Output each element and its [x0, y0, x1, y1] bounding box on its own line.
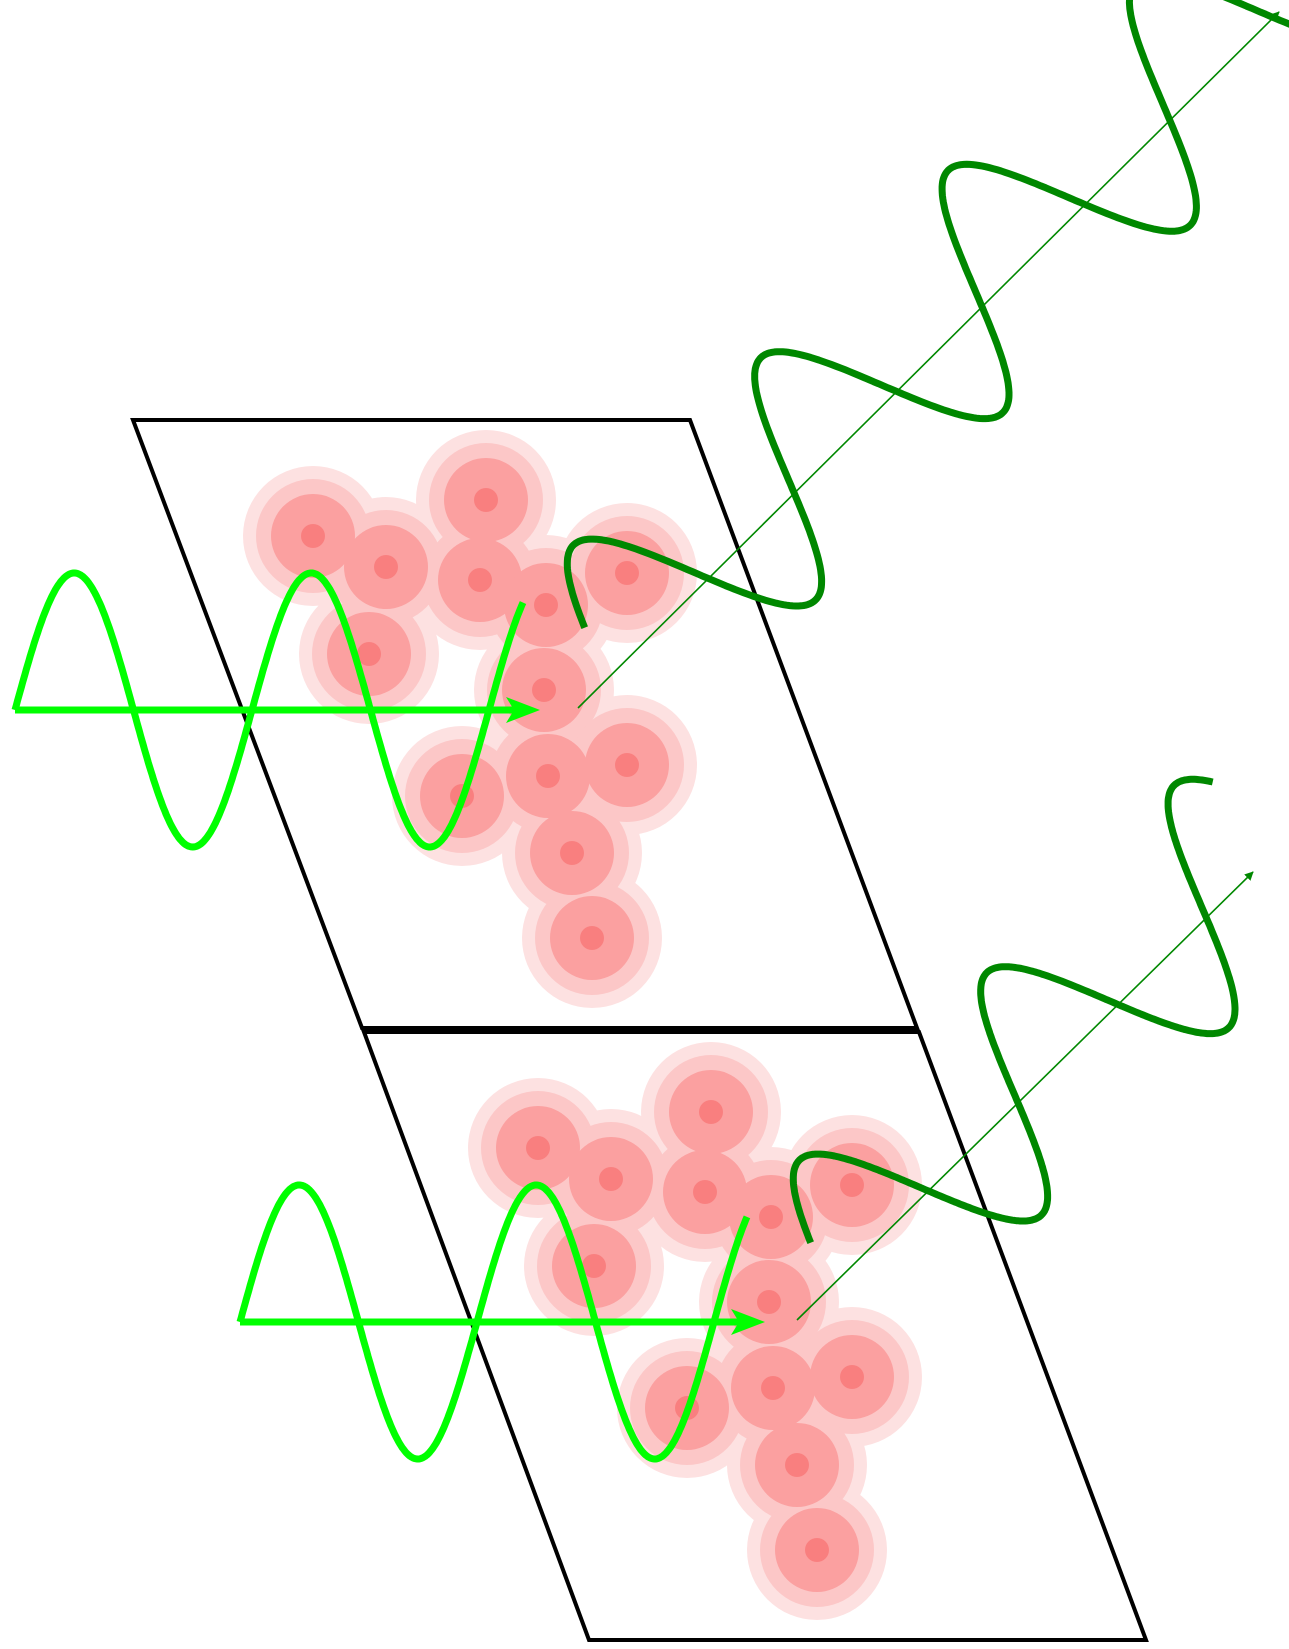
atom-nucleus [301, 524, 325, 548]
atom-nucleus [468, 568, 492, 592]
atom-nucleus [615, 753, 639, 777]
incident-wave-bottom [236, 1181, 765, 1463]
atom-nucleus [474, 488, 498, 512]
scattered-ray [796, 871, 1254, 1321]
unit-cell-bottom [361, 1030, 1149, 1642]
scattered-sine-wave [563, 0, 1289, 629]
incident-sine-wave [236, 1181, 751, 1463]
atom-nucleus [582, 1254, 606, 1278]
atom-nucleus-layer [301, 488, 639, 950]
molecule-bottom [468, 1042, 922, 1620]
incident-wave-top [11, 569, 540, 851]
atom-nucleus [805, 1538, 829, 1562]
atom-nucleus [757, 1290, 781, 1314]
atom-nucleus [580, 926, 604, 950]
scattered-wave-bottom [789, 775, 1254, 1321]
scattered-wave-top [563, 0, 1289, 709]
atom-nucleus [840, 1173, 864, 1197]
scattered-ray [577, 11, 1280, 709]
atom-nucleus [532, 678, 556, 702]
incident-arrowhead-icon [506, 697, 540, 723]
atom-nucleus [357, 642, 381, 666]
atom-nucleus-layer [526, 1100, 864, 1562]
atom-nucleus [785, 1453, 809, 1477]
atom-nucleus [536, 764, 560, 788]
atom-nucleus [526, 1136, 550, 1160]
atom-nucleus [699, 1100, 723, 1124]
atom-nucleus [840, 1365, 864, 1389]
atom-nucleus [693, 1180, 717, 1204]
atom-nucleus [759, 1205, 783, 1229]
atom-nucleus [374, 555, 398, 579]
scattered-sine-wave [789, 775, 1239, 1245]
unit-cells [130, 418, 1149, 1642]
atom-nucleus [534, 593, 558, 617]
incident-arrowhead-icon [731, 1309, 765, 1335]
atom-nucleus [599, 1167, 623, 1191]
molecule-top [243, 430, 697, 1008]
unit-cell-top [130, 418, 920, 1030]
atom-nucleus [761, 1376, 785, 1400]
incident-sine-wave [11, 569, 527, 851]
atom-nucleus [615, 561, 639, 585]
atom-nucleus [560, 841, 584, 865]
